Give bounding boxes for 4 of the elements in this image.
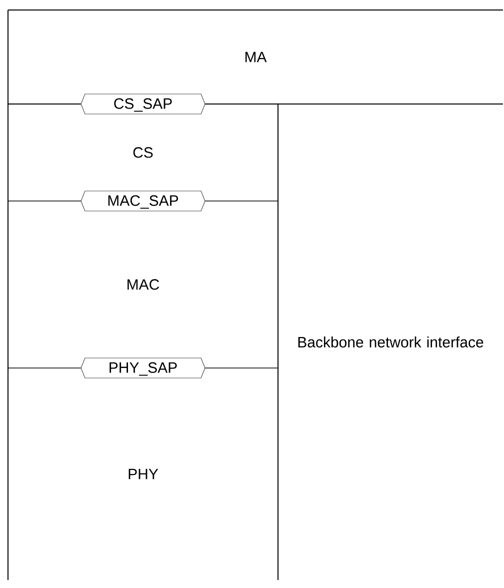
service-access-point: CS_SAP [80,94,206,114]
service-access-point: MAC_SAP [80,190,206,212]
service-access-point: PHY_SAP [80,358,206,378]
layer-box: Backbone network interface [278,104,484,580]
